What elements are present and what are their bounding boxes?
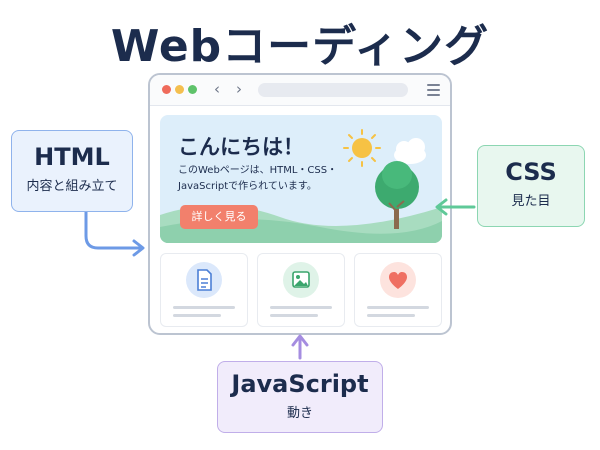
forward-icon[interactable]: › [236, 80, 242, 98]
cloud-icon [394, 138, 426, 164]
css-label: CSS [505, 158, 557, 186]
hamburger-menu-icon[interactable] [427, 84, 440, 99]
text-placeholder [173, 314, 221, 317]
tree-icon [375, 161, 419, 229]
hero-illustration [160, 129, 442, 243]
maximize-dot-icon[interactable] [188, 85, 197, 94]
js-arrow [291, 334, 309, 360]
html-arrow [84, 210, 145, 257]
html-sub-label: 内容と組み立て [26, 179, 118, 194]
feature-card[interactable] [257, 253, 345, 327]
browser-window: ‹ › [148, 73, 452, 335]
details-button[interactable]: 詳しく見る [180, 205, 258, 229]
sun-icon [343, 129, 381, 167]
css-sub-label: 見た目 [511, 194, 551, 209]
image-icon [283, 262, 319, 298]
js-label: JavaScript [231, 370, 369, 398]
page-title: Webコーディング [110, 21, 490, 72]
feature-card[interactable] [160, 253, 248, 327]
js-callout: JavaScript 動き [217, 361, 383, 433]
css-callout: CSS 見た目 [477, 145, 585, 227]
text-placeholder [173, 306, 235, 309]
text-placeholder [270, 314, 318, 317]
html-label: HTML [34, 143, 110, 171]
feature-card[interactable] [354, 253, 442, 327]
hero-text: このWebページは、HTML・CSS・JavaScriptで作られています。 [178, 165, 338, 192]
css-arrow [435, 198, 476, 216]
text-placeholder [367, 306, 429, 309]
back-icon[interactable]: ‹ [214, 80, 220, 98]
html-callout: HTML 内容と組み立て [11, 130, 133, 212]
text-placeholder [270, 306, 332, 309]
text-placeholder [367, 314, 415, 317]
hero-heading: こんにちは！ [178, 135, 304, 159]
js-sub-label: 動き [286, 406, 313, 421]
address-bar[interactable] [258, 83, 408, 97]
minimize-dot-icon[interactable] [175, 85, 184, 94]
browser-toolbar: ‹ › [150, 75, 450, 106]
hero-section: こんにちは！ このWebページは、HTML・CSS・JavaScriptで作られ… [160, 115, 442, 243]
heart-icon [380, 262, 416, 298]
document-icon [186, 262, 222, 298]
close-dot-icon[interactable] [162, 85, 171, 94]
